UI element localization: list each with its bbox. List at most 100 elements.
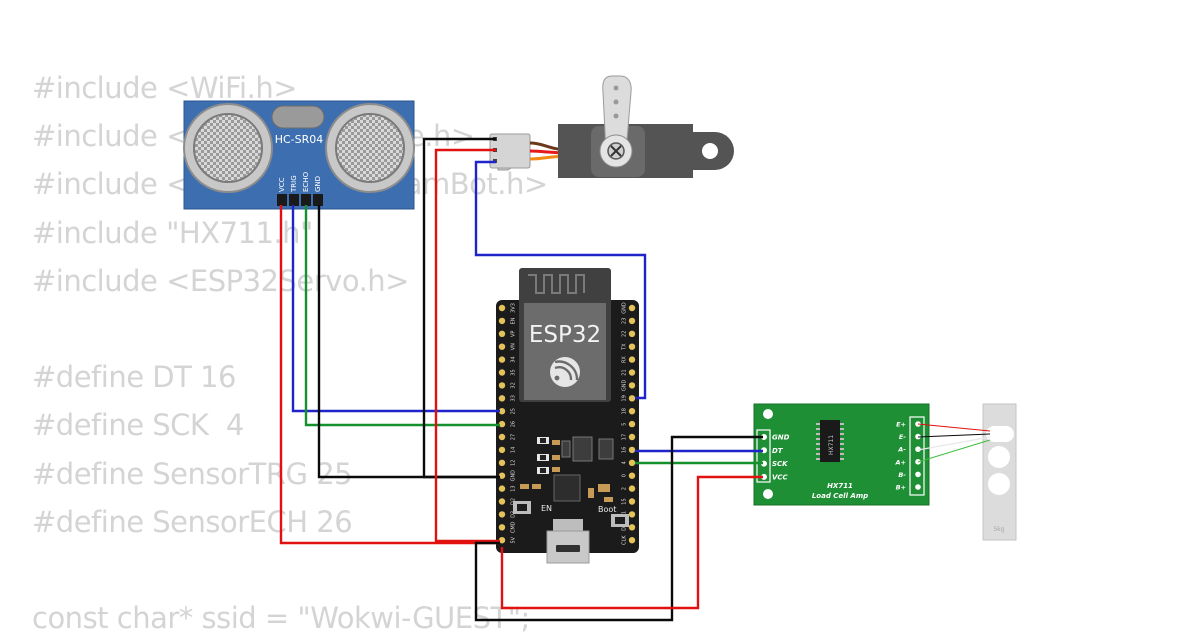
pin-pad[interactable] xyxy=(628,369,636,376)
hx711-pin-a-minus[interactable]: A- xyxy=(897,446,921,454)
pin-pad[interactable] xyxy=(498,511,506,518)
pin-pad[interactable] xyxy=(628,317,636,325)
esp32-pin-gnd[interactable]: GND xyxy=(622,302,636,314)
pin-pad[interactable] xyxy=(628,395,636,402)
wire-servo-vcc[interactable] xyxy=(434,148,500,543)
pin-pad[interactable] xyxy=(498,485,506,492)
esp32-devkit[interactable]: ESP32 3V3ENVPVN343532332526271412GND13D2… xyxy=(496,268,639,564)
pin-pad[interactable] xyxy=(915,446,921,453)
esp32-pin-5v[interactable]: 5V xyxy=(498,536,517,544)
pin-pad[interactable] xyxy=(498,369,506,376)
servo-motor[interactable] xyxy=(489,75,734,178)
wire-servo-signal[interactable] xyxy=(474,160,647,400)
esp32-pin-5[interactable]: 5 xyxy=(622,420,636,428)
esp32-pin-gnd[interactable]: GND xyxy=(498,470,517,482)
wire-echo[interactable] xyxy=(304,205,500,427)
pin-pad[interactable] xyxy=(628,498,636,505)
pin-pad[interactable] xyxy=(498,382,506,389)
right-pin-header[interactable]: GND2322TXRX21GND19185171640215D1D0CLK xyxy=(622,302,636,545)
hx711-pin-vcc[interactable]: VCC xyxy=(761,473,789,481)
sensor-header-pins[interactable] xyxy=(277,194,323,206)
hc-sr04-sensor[interactable]: HC-SR04 VCC TRIG ECHO GND xyxy=(183,100,415,210)
pin-pad[interactable] xyxy=(498,420,506,428)
pin-pad[interactable] xyxy=(628,304,636,312)
pin-pad[interactable] xyxy=(628,330,636,337)
esp32-pin-rx[interactable]: RX xyxy=(622,356,636,363)
pin-pad[interactable] xyxy=(498,356,506,363)
esp32-pin-33[interactable]: 33 xyxy=(498,395,517,402)
pin-pad[interactable] xyxy=(498,524,506,531)
wire-sensor-gnd[interactable] xyxy=(317,205,500,479)
pin-pad[interactable] xyxy=(628,485,636,492)
pin-pad[interactable] xyxy=(628,433,636,441)
wire-loadcell-black[interactable] xyxy=(917,433,991,438)
esp32-pin-d0[interactable]: D0 xyxy=(622,524,636,531)
pin-pad[interactable] xyxy=(498,498,506,505)
pin-pad[interactable] xyxy=(628,343,636,350)
esp32-pin-23[interactable]: 23 xyxy=(622,317,636,325)
pin-pad[interactable] xyxy=(498,304,506,312)
usb-port[interactable] xyxy=(546,519,590,564)
pin-pad[interactable] xyxy=(498,395,506,402)
esp32-pin-4[interactable]: 4 xyxy=(622,459,636,466)
pin-pad[interactable] xyxy=(628,420,636,428)
pin-pad[interactable] xyxy=(628,511,636,518)
esp32-pin-0[interactable]: 0 xyxy=(622,472,636,479)
wire-hx711-gnd[interactable] xyxy=(474,435,763,622)
esp32-pin-32[interactable]: 32 xyxy=(498,382,517,389)
pin-pad[interactable] xyxy=(498,537,506,544)
left-pin-header[interactable]: 3V3ENVPVN343532332526271412GND13D2D3CMD5… xyxy=(498,303,517,544)
pin-pad[interactable] xyxy=(628,459,636,466)
esp32-pin-tx[interactable]: TX xyxy=(622,343,636,351)
hx711-pin-gnd[interactable]: GND xyxy=(761,434,790,442)
esp32-pin-clk[interactable]: CLK xyxy=(622,535,636,545)
esp32-pin-35[interactable]: 35 xyxy=(498,369,517,376)
pin-pad[interactable] xyxy=(761,434,767,440)
esp32-pin-vn[interactable]: VN xyxy=(498,343,517,350)
pin-pad[interactable] xyxy=(498,343,506,350)
esp32-pin-16[interactable]: 16 xyxy=(622,446,636,454)
esp32-pin-cmd[interactable]: CMD xyxy=(498,521,517,533)
pin-pad[interactable] xyxy=(498,433,506,441)
pin-pad[interactable] xyxy=(761,473,767,480)
esp32-pin-22[interactable]: 22 xyxy=(622,330,636,337)
pin-pad[interactable] xyxy=(628,446,636,454)
esp32-pin-19[interactable]: 19 xyxy=(622,395,636,402)
esp32-pin-18[interactable]: 18 xyxy=(622,408,636,415)
hx711-pin-b-minusplus[interactable]: B+ xyxy=(896,484,921,492)
pin-pad[interactable] xyxy=(628,524,636,531)
pin-pad[interactable] xyxy=(498,317,506,325)
pin-pad[interactable] xyxy=(498,330,506,337)
wire-loadcell-red[interactable] xyxy=(917,423,991,432)
pin-pad[interactable] xyxy=(628,356,636,363)
wire-servo-gnd[interactable] xyxy=(422,137,500,479)
esp32-pin-en[interactable]: EN xyxy=(498,317,517,325)
wire-loadcell-green[interactable] xyxy=(917,439,991,463)
esp32-pin-26[interactable]: 26 xyxy=(498,420,517,428)
wire-loadcell-white[interactable] xyxy=(917,436,991,451)
pin-pad[interactable] xyxy=(498,408,506,415)
en-button[interactable]: EN xyxy=(513,501,552,514)
pin-pad[interactable] xyxy=(915,484,921,490)
esp32-pin-13[interactable]: 13 xyxy=(498,485,517,492)
esp32-pin-27[interactable]: 27 xyxy=(498,433,517,441)
esp32-pin-vp[interactable]: VP xyxy=(498,330,517,337)
pin-pad[interactable] xyxy=(915,471,921,478)
load-cell[interactable]: 5kg xyxy=(982,403,1017,541)
esp32-pin-2[interactable]: 2 xyxy=(622,485,636,492)
pin-pad[interactable] xyxy=(498,472,506,479)
esp32-pin-34[interactable]: 34 xyxy=(498,356,517,363)
esp32-pin-d3[interactable]: D3 xyxy=(498,511,517,518)
esp32-pin-12[interactable]: 12 xyxy=(498,459,517,466)
esp32-pin-3v3[interactable]: 3V3 xyxy=(498,303,517,313)
wire-trig[interactable] xyxy=(291,205,500,413)
wire-hx711-vcc[interactable] xyxy=(500,475,763,610)
wire-sensor-vcc[interactable] xyxy=(279,205,500,545)
esp32-pin-15[interactable]: 15 xyxy=(622,498,636,505)
boot-button[interactable]: Boot xyxy=(598,505,629,527)
pin-pad[interactable] xyxy=(628,408,636,415)
pin-pad[interactable] xyxy=(628,382,636,389)
pin-pad[interactable] xyxy=(498,446,506,454)
